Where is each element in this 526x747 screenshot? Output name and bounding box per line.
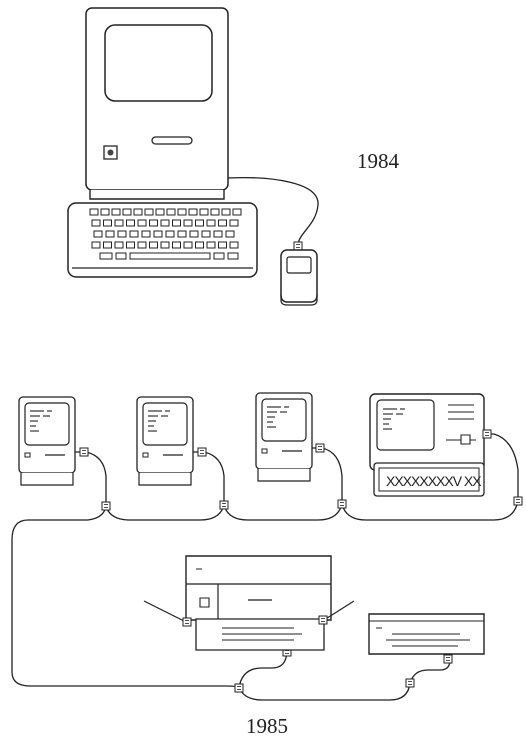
- key: [104, 220, 112, 226]
- key: [127, 242, 135, 248]
- mac-3: [256, 393, 312, 481]
- key: [92, 220, 100, 226]
- key: [142, 231, 150, 237]
- lisa-keyboard-keys: XXXXXXXXV XX: [386, 473, 482, 489]
- key: [214, 253, 224, 259]
- year-label-1985: 1985: [246, 714, 288, 738]
- key: [190, 231, 198, 237]
- key: [196, 220, 204, 226]
- key: [116, 253, 126, 259]
- key: [134, 209, 142, 215]
- key: [219, 242, 227, 248]
- key: [207, 220, 215, 226]
- key: [226, 231, 234, 237]
- key: [150, 220, 158, 226]
- key: [100, 253, 112, 259]
- key: [150, 242, 158, 248]
- key: [178, 231, 186, 237]
- key: [189, 209, 197, 215]
- key: [106, 231, 114, 237]
- key: [156, 209, 164, 215]
- key: [92, 242, 100, 248]
- mac-1: [19, 397, 75, 485]
- lisa-computer: XXXXXXXXV XX: [370, 394, 484, 496]
- key: [166, 231, 174, 237]
- key: [230, 242, 238, 248]
- key: [207, 242, 215, 248]
- key: [127, 220, 135, 226]
- key: [161, 242, 169, 248]
- key: [94, 231, 102, 237]
- key: [115, 220, 123, 226]
- key: [130, 253, 210, 259]
- key: [184, 220, 192, 226]
- key: [219, 220, 227, 226]
- key: [233, 209, 241, 215]
- year-label-1984: 1984: [357, 149, 400, 173]
- key: [130, 231, 138, 237]
- key: [112, 209, 120, 215]
- key: [161, 220, 169, 226]
- key: [178, 209, 186, 215]
- key: [101, 209, 109, 215]
- key: [196, 242, 204, 248]
- key: [230, 220, 238, 226]
- key: [173, 242, 181, 248]
- key: [138, 220, 146, 226]
- mac-screen: [105, 25, 212, 101]
- key: [211, 209, 219, 215]
- key: [138, 242, 146, 248]
- key: [123, 209, 131, 215]
- key: [214, 231, 222, 237]
- key: [104, 242, 112, 248]
- key: [173, 220, 181, 226]
- key: [167, 209, 175, 215]
- key: [154, 231, 162, 237]
- key: [184, 242, 192, 248]
- key: [200, 209, 208, 215]
- key: [145, 209, 153, 215]
- network-1985: XXXXXXXXV XX: [12, 393, 522, 700]
- key: [115, 242, 123, 248]
- floppy-slot: [152, 137, 192, 144]
- key: [228, 253, 238, 259]
- key: [90, 209, 98, 215]
- key: [222, 209, 230, 215]
- macintosh-1984: [68, 8, 318, 305]
- image-writer: [369, 614, 484, 654]
- mac-base: [90, 190, 224, 199]
- mac-2: [137, 397, 193, 485]
- laser-printer: [144, 556, 354, 650]
- key: [118, 231, 126, 237]
- key: [202, 231, 210, 237]
- mouse: [281, 250, 317, 305]
